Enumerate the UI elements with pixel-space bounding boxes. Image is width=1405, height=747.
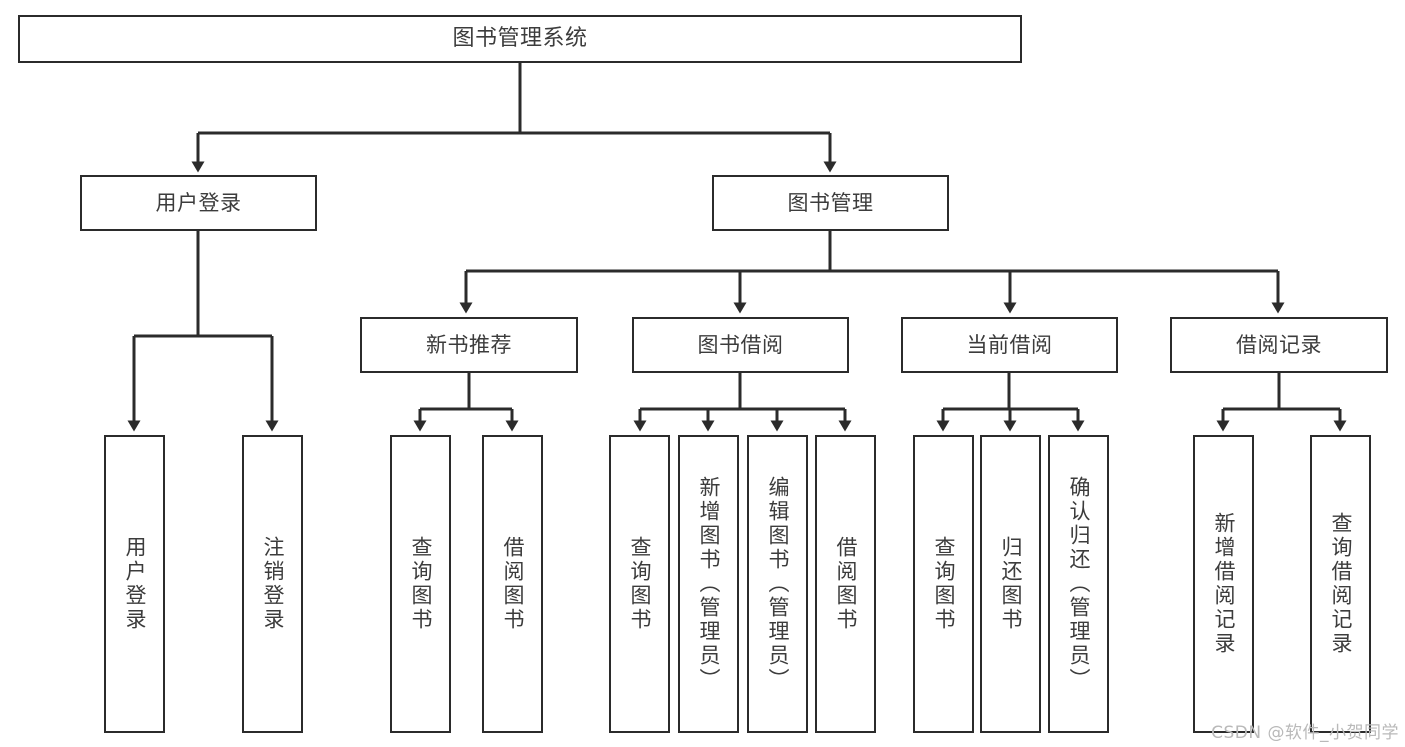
- leaf-new-book-borrow[interactable]: 借阅图书: [482, 435, 543, 733]
- leaf-current-borrow-confirm-return[interactable]: 确认归还（管理员）: [1048, 435, 1109, 733]
- node-root-book-management-system[interactable]: 图书管理系统: [18, 15, 1022, 63]
- leaf-book-borrow-query[interactable]: 查询图书: [609, 435, 670, 733]
- csdn-watermark: CSDN @软件_小贺同学: [1211, 723, 1399, 743]
- leaf-label: 借阅图书: [834, 536, 858, 632]
- leaf-borrow-record-add[interactable]: 新增借阅记录: [1193, 435, 1254, 733]
- node-borrow-record[interactable]: 借阅记录: [1170, 317, 1388, 373]
- leaf-current-borrow-return[interactable]: 归还图书: [980, 435, 1041, 733]
- node-label: 图书管理系统: [452, 26, 588, 52]
- node-label: 用户登录: [155, 190, 242, 215]
- leaf-label: 归还图书: [999, 536, 1023, 632]
- leaf-book-borrow-add[interactable]: 新增图书（管理员）: [678, 435, 739, 733]
- leaf-label: 查询图书: [628, 536, 652, 632]
- leaf-new-book-query[interactable]: 查询图书: [390, 435, 451, 733]
- node-label: 当前借阅: [966, 332, 1053, 357]
- leaf-user-login-login[interactable]: 用户登录: [104, 435, 165, 733]
- node-label: 图书管理: [787, 190, 874, 215]
- leaf-label: 用户登录: [123, 536, 147, 632]
- leaf-book-borrow-borrow[interactable]: 借阅图书: [815, 435, 876, 733]
- leaf-label: 注销登录: [261, 536, 285, 632]
- leaf-label: 新增图书（管理员）: [697, 476, 721, 692]
- leaf-borrow-record-query[interactable]: 查询借阅记录: [1310, 435, 1371, 733]
- node-label: 图书借阅: [697, 332, 784, 357]
- leaf-label: 查询借阅记录: [1329, 512, 1353, 656]
- node-book-management[interactable]: 图书管理: [712, 175, 949, 231]
- node-book-borrow[interactable]: 图书借阅: [632, 317, 849, 373]
- node-label: 借阅记录: [1236, 332, 1322, 357]
- leaf-book-borrow-edit[interactable]: 编辑图书（管理员）: [747, 435, 808, 733]
- leaf-label: 确认归还（管理员）: [1067, 476, 1091, 692]
- leaf-label: 编辑图书（管理员）: [766, 476, 790, 692]
- leaf-label: 借阅图书: [501, 536, 525, 632]
- leaf-label: 查询图书: [409, 536, 433, 632]
- leaf-current-borrow-query[interactable]: 查询图书: [913, 435, 974, 733]
- node-new-book-recommendation[interactable]: 新书推荐: [360, 317, 578, 373]
- leaf-label: 查询图书: [932, 536, 956, 632]
- leaf-label: 新增借阅记录: [1212, 512, 1236, 656]
- node-label: 新书推荐: [426, 332, 512, 357]
- leaf-user-login-logout[interactable]: 注销登录: [242, 435, 303, 733]
- node-user-login[interactable]: 用户登录: [80, 175, 317, 231]
- node-current-borrow[interactable]: 当前借阅: [901, 317, 1118, 373]
